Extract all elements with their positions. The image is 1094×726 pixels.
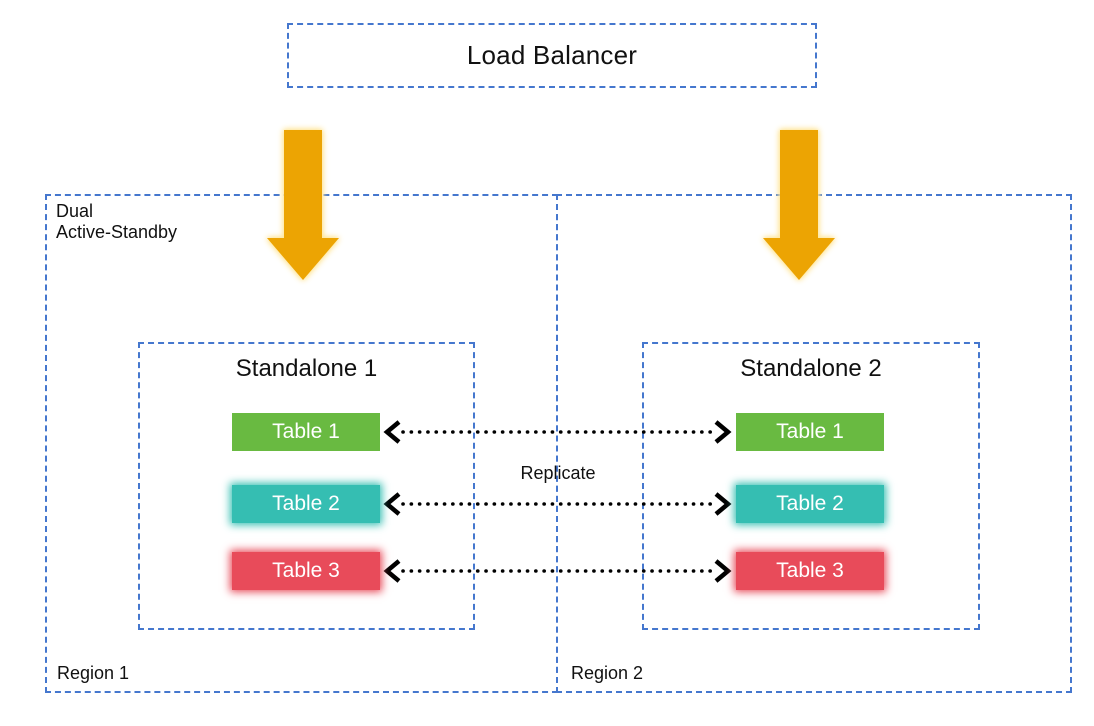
standalone-2-title: Standalone 2 — [740, 355, 882, 382]
down-arrow-icon — [763, 130, 835, 280]
standalone-1-box: Standalone 1 — [138, 342, 475, 630]
region-1-label: Region 1 — [57, 663, 130, 683]
load-balancer-box: Load Balancer — [287, 23, 817, 88]
standalone-1-title: Standalone 1 — [235, 355, 378, 382]
dual-label-line1: Dual — [56, 201, 94, 221]
down-arrow-icon — [267, 130, 339, 280]
replicate-arrow-row1 — [383, 420, 732, 444]
replicate-arrow-row3 — [383, 559, 732, 583]
table-2-right: Table 2 — [736, 485, 884, 523]
replicate-label: Replicate — [520, 463, 596, 483]
table-3-left: Table 3 — [232, 552, 380, 590]
table-1-right: Table 1 — [736, 413, 884, 451]
dual-active-standby-label: Dual Active-Standby — [56, 201, 177, 243]
region-2-label: Region 2 — [571, 663, 644, 683]
dual-label-line2: Active-Standby — [56, 222, 178, 242]
table-3-right: Table 3 — [736, 552, 884, 590]
load-balancer-label: Load Balancer — [466, 40, 638, 70]
replicate-arrow-row2 — [383, 492, 732, 516]
table-2-left: Table 2 — [232, 485, 380, 523]
standalone-2-box: Standalone 2 — [642, 342, 980, 630]
table-1-left: Table 1 — [232, 413, 380, 451]
